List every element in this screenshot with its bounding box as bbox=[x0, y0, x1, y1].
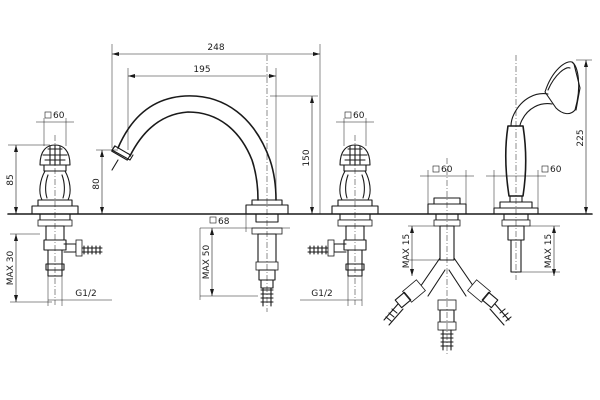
square-symbol-shower bbox=[541, 165, 549, 173]
label-225: 225 bbox=[576, 129, 586, 146]
square-symbol-left bbox=[44, 111, 52, 119]
label-sq68-spout: 68 bbox=[218, 217, 230, 227]
label-248: 248 bbox=[207, 43, 224, 53]
label-sq60-diverter: 60 bbox=[441, 165, 453, 175]
label-sq60-shower: 60 bbox=[550, 165, 562, 175]
label-85: 85 bbox=[6, 174, 16, 185]
label-150: 150 bbox=[302, 149, 312, 166]
label-80: 80 bbox=[92, 178, 102, 190]
label-g12-right: G1/2 bbox=[311, 289, 332, 299]
diverter bbox=[383, 158, 512, 355]
square-symbol-spout bbox=[209, 216, 217, 224]
label-g12-left: G1/2 bbox=[75, 289, 96, 299]
label-sq60-left: 60 bbox=[53, 111, 65, 121]
hand-shower bbox=[493, 55, 581, 280]
label-sq60-right-handle: 60 bbox=[353, 111, 365, 121]
dimensions bbox=[8, 44, 592, 306]
label-max15-shower: MAX 15 bbox=[544, 234, 554, 268]
left-handle bbox=[31, 135, 103, 305]
label-max50: MAX 50 bbox=[202, 245, 212, 280]
spout bbox=[111, 55, 289, 312]
label-max30: MAX 30 bbox=[6, 251, 16, 286]
right-handle bbox=[307, 135, 379, 305]
label-195: 195 bbox=[193, 65, 210, 75]
square-symbol-right-handle bbox=[344, 111, 352, 119]
square-symbol-diverter bbox=[432, 165, 440, 173]
label-max15-diverter: MAX 15 bbox=[402, 234, 412, 268]
